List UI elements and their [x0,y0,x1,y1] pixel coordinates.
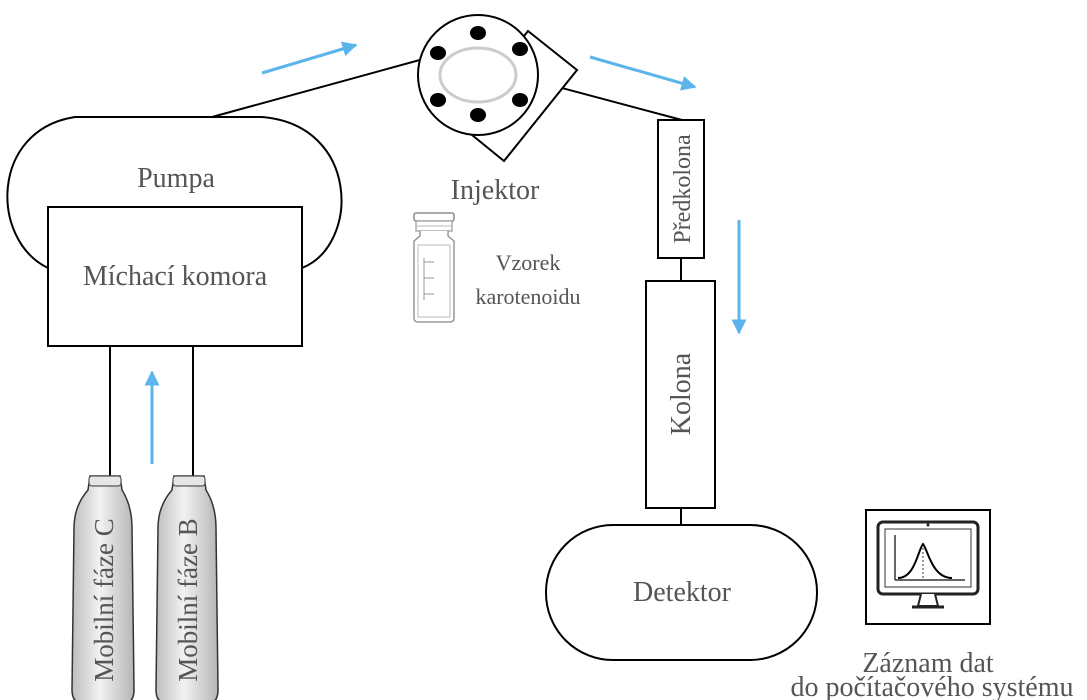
arrow-icon [589,55,697,91]
arrow-icon [261,41,358,75]
column-box [645,280,716,509]
detector: Detektor [545,524,818,661]
pump: Pumpa [6,116,343,269]
flow-arrows [144,41,747,464]
bottle-c-cap [88,475,122,487]
injector-port-6 [430,46,446,60]
bottle-b-cap [172,475,206,487]
bottle-c-label: Mobilní fáze C [89,518,119,681]
mixing-chamber-label: Míchací komora [83,261,268,292]
detector-label: Detektor [633,577,732,608]
injector-port-4 [470,108,486,122]
pump-body [6,116,343,269]
column-label: Kolona [666,352,697,435]
precolumn: Předkolona [657,119,705,259]
computer-monitor-icon [865,509,991,625]
bottle-c-body [71,475,135,700]
injector-body [417,14,539,136]
sample-label-line2: karotenoidu [475,284,580,309]
injector-label: Injektor [451,175,540,206]
bottle-mobile-phase-c: Mobilní fáze C [71,475,135,700]
column: Kolona [645,280,716,509]
mixing-chamber-box [47,206,303,347]
detector-body [545,524,818,661]
sample-label-line1: Vzorek [496,250,561,275]
injector: Injektor [417,14,579,206]
tube-pump-injector [211,54,439,118]
bottle-b-label: Mobilní fáze B [173,518,203,681]
pump-label: Pumpa [137,163,215,194]
precolumn-label: Předkolona [670,134,696,244]
precolumn-box [657,119,705,259]
mixing-chamber: Míchací komora [47,206,303,347]
injector-port-3 [512,93,528,107]
injector-port-5 [430,93,446,107]
data-label-line1: Záznam dat [862,648,994,679]
vial-icon [413,212,455,323]
injector-ring [438,46,518,104]
bottle-mobile-phase-b: Mobilní fáze B [155,475,219,700]
injector-port-1 [470,26,486,40]
data-label-line2: do počítačového systému [790,672,1073,700]
injector-port-2 [512,42,528,56]
bottle-b-body [155,475,219,700]
